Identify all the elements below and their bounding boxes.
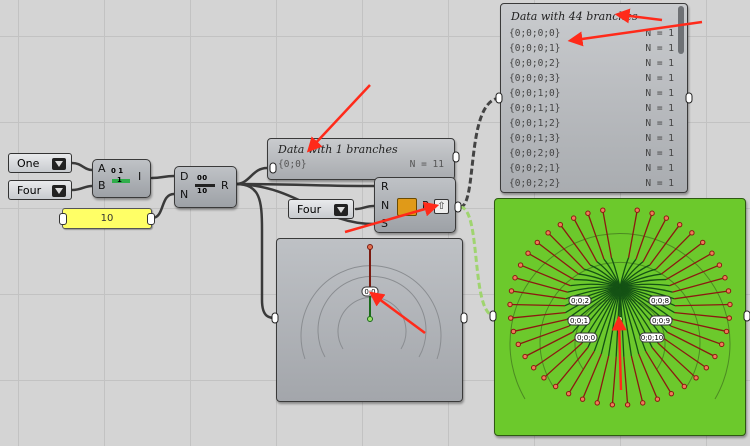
arrow-annotation <box>368 291 426 335</box>
svg-text:0;0;2: 0;0;2 <box>571 297 589 305</box>
tree-large-labels: 0;0;2 0;0;1 0;0;0 0;0;8 0;0;9 0;0;10 <box>567 295 673 343</box>
slider-grip-right[interactable] <box>147 213 155 225</box>
arrow-annotation <box>611 315 627 391</box>
svg-text:0;0;8: 0;0;8 <box>651 297 669 305</box>
slider-grip-left[interactable] <box>59 213 67 225</box>
slider-value: 10 <box>100 213 114 224</box>
svg-text:0;0;9: 0;0;9 <box>652 317 670 325</box>
list-item: {0;0;0;1}N = 1 <box>509 43 674 54</box>
value-list-one-label: One <box>17 157 40 170</box>
tree-matrix-component[interactable]: D N 0 0 1 0 R <box>174 166 237 208</box>
list-item: {0;0;0;3}N = 1 <box>509 73 674 84</box>
list-item: {0;0;1;0}N = 1 <box>509 88 674 99</box>
arrow-annotation <box>567 20 703 47</box>
arrow-annotation <box>614 8 663 24</box>
input-s[interactable]: S <box>381 217 388 230</box>
output-r[interactable]: R <box>221 179 229 192</box>
merge-component[interactable]: A B 0 1 1 I <box>92 159 151 198</box>
wire-entwine-to-tree <box>459 205 496 318</box>
input-r[interactable]: R <box>381 180 389 193</box>
wire-one-to-a <box>70 161 94 172</box>
dropdown-arrow-icon[interactable] <box>334 204 348 216</box>
panel-one-path: {0;0} <box>278 159 307 170</box>
wire-four-to-b <box>70 184 94 192</box>
input-a[interactable]: A <box>98 162 106 175</box>
wire-r-to-entwine-r <box>234 182 376 188</box>
value-list-one[interactable]: One <box>8 153 72 173</box>
wire-entwine-to-panel <box>459 96 501 209</box>
panel-one-count: N = 11 <box>409 159 444 170</box>
arrow-annotation <box>306 84 371 153</box>
list-item: {0;0;0;0}N = 1 <box>509 28 674 39</box>
list-item: {0;0;2;0}N = 1 <box>509 148 674 159</box>
list-item: {0;0;0;2}N = 1 <box>509 58 674 69</box>
list-item: {0;0;1;3}N = 1 <box>509 133 674 144</box>
input-b[interactable]: B <box>98 179 106 192</box>
wire-merge-to-d <box>150 174 176 180</box>
list-item: {0;0;1;1}N = 1 <box>509 103 674 114</box>
value-list-four-mid-label: Four <box>297 203 322 216</box>
panel-scrollbar[interactable] <box>678 6 684 54</box>
merge-icon: 0 1 1 <box>110 167 132 187</box>
number-slider[interactable]: 10 <box>59 208 155 229</box>
dropdown-arrow-icon[interactable] <box>52 158 66 170</box>
wire-four-to-entwine-n <box>354 204 376 211</box>
panel-big-title: Data with 44 branches <box>511 10 638 23</box>
svg-text:0;0;0: 0;0;0 <box>577 334 595 342</box>
arrow-annotation <box>344 201 440 234</box>
input-n[interactable]: N <box>180 188 189 201</box>
value-list-four-top[interactable]: Four <box>8 180 72 200</box>
input-d[interactable]: D <box>180 170 189 183</box>
output-i[interactable]: I <box>138 170 142 183</box>
path-mapper-component[interactable]: R N S P ⇧ <box>374 177 456 233</box>
panel-big-list: {0;0;0;0}N = 1 {0;0;0;1}N = 1 {0;0;0;2}N… <box>509 26 674 191</box>
list-item: {0;0;1;2}N = 1 <box>509 118 674 129</box>
list-item: {0;0;2;2}N = 1 <box>509 178 674 189</box>
panel-44-branches[interactable]: Data with 44 branches {0;0;0;0}N = 1 {0;… <box>500 3 688 193</box>
matrix-icon: 0 0 1 0 <box>195 174 217 198</box>
svg-text:0;0;10: 0;0;10 <box>641 334 664 342</box>
input-n[interactable]: N <box>381 199 390 212</box>
dropdown-arrow-icon[interactable] <box>52 185 66 197</box>
list-item: {0;0;2;1}N = 1 <box>509 163 674 174</box>
value-list-four-top-label: Four <box>17 184 42 197</box>
svg-text:0;0;1: 0;0;1 <box>570 317 588 325</box>
wire-r-to-tree <box>234 182 278 320</box>
value-list-four-mid[interactable]: Four <box>288 199 354 219</box>
